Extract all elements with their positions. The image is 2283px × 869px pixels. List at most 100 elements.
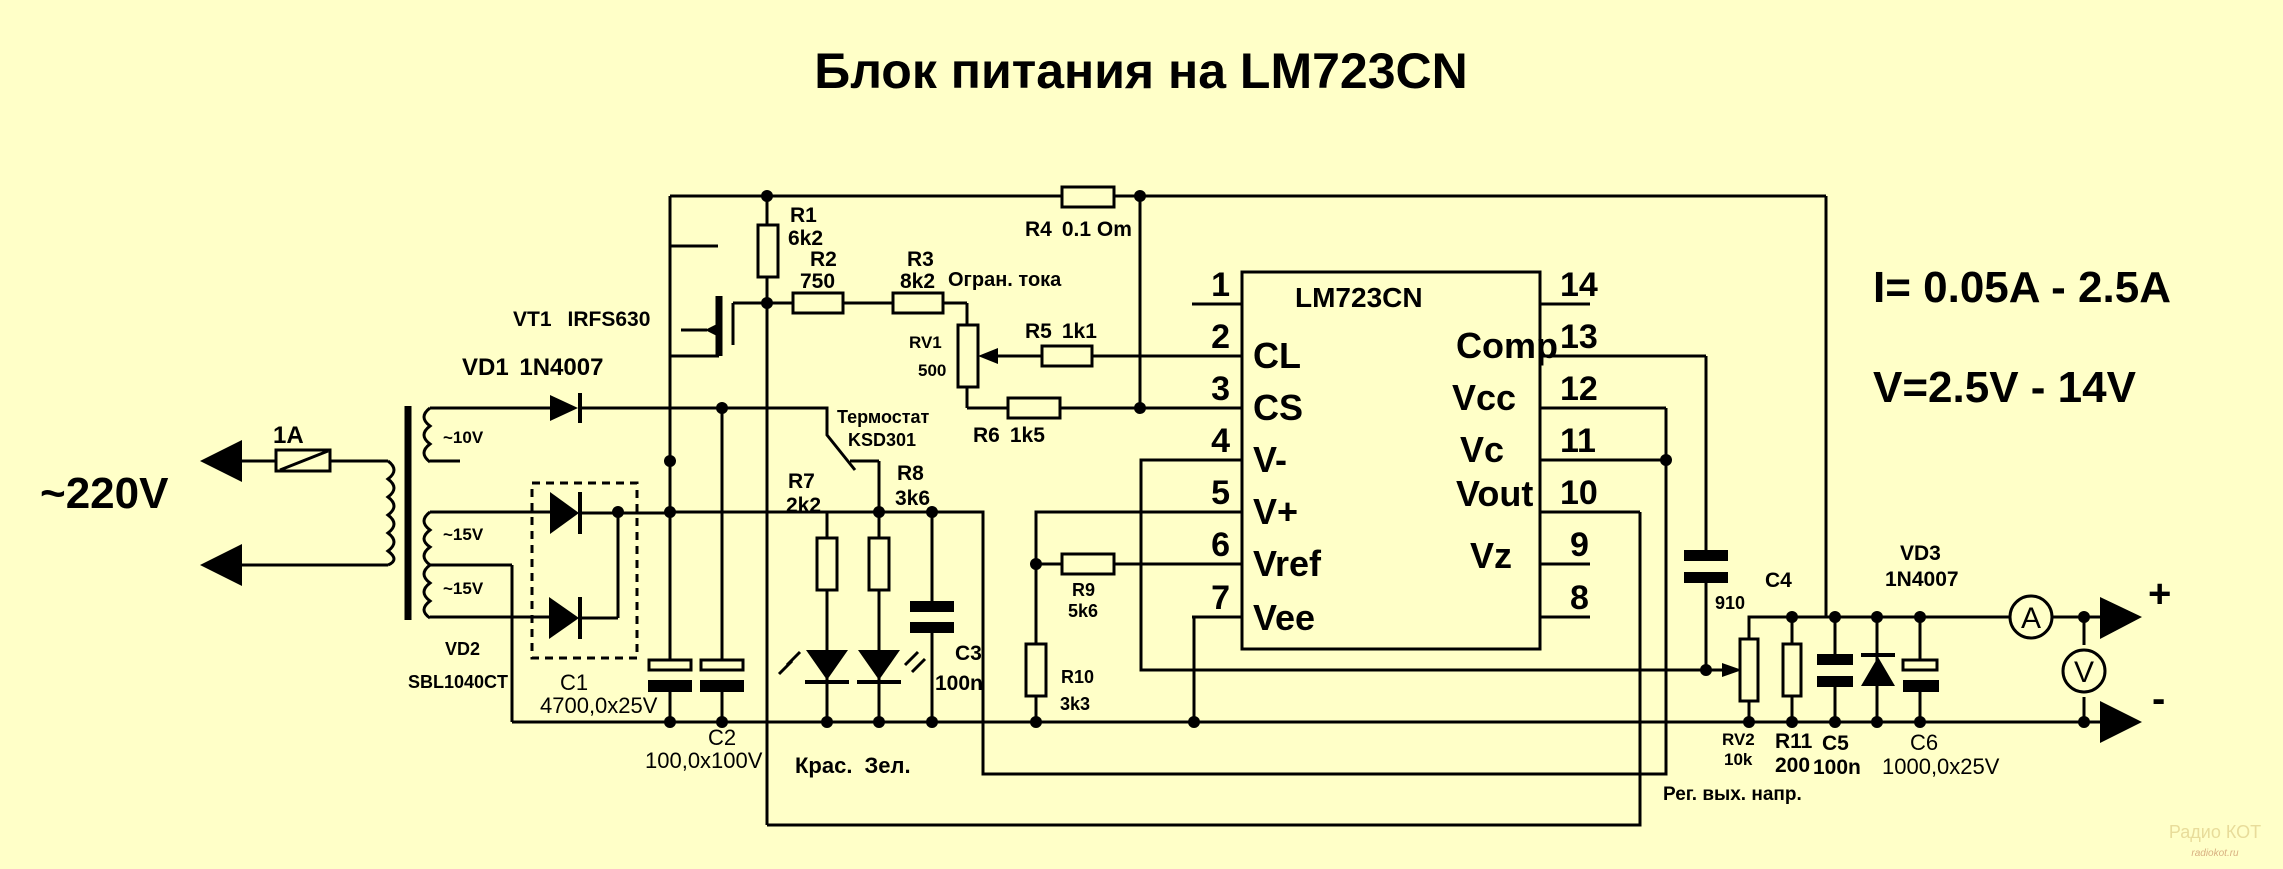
rv1-value: 500 (918, 361, 946, 380)
mains-input (200, 440, 396, 586)
resistor-r7 (815, 536, 839, 592)
input-terminal-bottom[interactable] (200, 544, 242, 586)
c2-ref: C2 (708, 725, 736, 750)
capacitor-c6 (1901, 658, 1939, 672)
pin-name-cs: CS (1253, 387, 1303, 428)
voltmeter (2061, 648, 2107, 694)
pin-name-vc: Vc (1460, 429, 1504, 470)
secondary-winding-15v (422, 510, 433, 620)
pin-name-vz: Vz (1470, 535, 1512, 576)
r3-value: 8k2 (900, 270, 935, 293)
mains-label: ~220V (40, 469, 169, 518)
led-red (806, 650, 848, 680)
capacitor-c3 (910, 601, 954, 612)
pin-name-vcc: Vcc (1452, 377, 1516, 418)
r8-value: 3k6 (895, 487, 930, 510)
r2-value: 750 (800, 270, 835, 293)
r2-ref: R2 (810, 248, 837, 271)
r9-ref: R9 (1072, 580, 1095, 600)
r11-ref: R11 (1775, 730, 1813, 753)
ic-name: LM723CN (1295, 282, 1423, 313)
diode-vd1 (550, 395, 578, 421)
pin-name-vout: Vout (1456, 473, 1533, 514)
watermark-site: radiokot.ru (2191, 848, 2239, 859)
output-adjust-label: Рег. вых. напр. (1663, 784, 1802, 805)
spec-current: I= 0.05A - 2.5A (1873, 263, 2171, 312)
fuse-label: 1A (273, 422, 304, 449)
diode-vd3 (1861, 657, 1895, 686)
capacitor-c1 (647, 658, 693, 672)
vd2-value: SBL1040CT (408, 672, 508, 692)
c6-value: 1000,0x25V (1882, 754, 2000, 779)
resistor-r9 (1060, 552, 1116, 576)
r10-value: 3k3 (1060, 694, 1090, 714)
led-color-labels: Крас.Зел. (795, 753, 911, 778)
r7-value: 2k2 (786, 494, 821, 517)
resistor-r10 (1024, 642, 1048, 698)
spec-voltage: V=2.5V - 14V (1873, 363, 2137, 412)
pin-9: 9 (1570, 526, 1589, 564)
pin-name-vminus: V- (1253, 439, 1287, 480)
resistor-r8 (867, 536, 891, 592)
c3-ref: C3 (955, 642, 982, 665)
r7-ref: R7 (788, 470, 815, 493)
pin-1: 1 (1211, 266, 1230, 304)
pin-2: 2 (1211, 318, 1230, 356)
pin-5: 5 (1211, 474, 1230, 512)
rv2-value: 10k (1724, 750, 1753, 769)
resistor-r2 (791, 291, 845, 315)
pin-3: 3 (1211, 370, 1230, 408)
r1-value: 6k2 (788, 227, 823, 250)
resistor-r4 (1060, 185, 1116, 209)
ic-left-pins (1150, 302, 1242, 619)
potentiometer-rv2[interactable] (1738, 637, 1760, 703)
pin-6: 6 (1211, 526, 1230, 564)
c1-ref: C1 (560, 670, 588, 695)
r3-ref: R3 (907, 248, 934, 271)
watermark-logo: Радио КОТ (2169, 822, 2261, 842)
output-terminal-plus[interactable] (2100, 597, 2142, 639)
output-terminal-minus[interactable] (2100, 701, 2142, 743)
rv2-ref: RV2 (1722, 730, 1755, 749)
winding-15v-label-1: ~15V (443, 525, 484, 544)
resistor-r3 (891, 291, 945, 315)
resistor-r6 (1006, 396, 1062, 420)
capacitor-c2 (699, 658, 745, 672)
c5-ref: C5 (1822, 732, 1849, 755)
pin-13: 13 (1560, 318, 1598, 356)
vd3-ref: VD3 (1900, 542, 1941, 565)
current-limit-label: Огран. тока (948, 269, 1062, 291)
thermostat-model: KSD301 (848, 430, 916, 450)
potentiometer-rv1[interactable] (956, 323, 980, 389)
c1-value: 4700,0x25V (540, 693, 658, 718)
ic-right-pins (1540, 302, 1706, 619)
c5-value: 100n (1813, 756, 1861, 779)
r10-ref: R10 (1061, 667, 1094, 687)
pin-7: 7 (1211, 579, 1230, 617)
resistor-r1 (756, 223, 780, 279)
led-green (858, 650, 900, 680)
input-terminal-top[interactable] (200, 440, 242, 482)
pin-4: 4 (1211, 422, 1230, 460)
pin-11: 11 (1560, 422, 1596, 460)
r9-value: 5k6 (1068, 601, 1098, 621)
resistor-r5 (1040, 344, 1094, 368)
vd2-ref: VD2 (445, 639, 480, 659)
pin-name-vref: Vref (1253, 543, 1322, 584)
pin-12: 12 (1560, 370, 1598, 408)
ammeter-label: A (2021, 602, 2041, 635)
plus-label: + (2148, 572, 2171, 616)
pin-10: 10 (1560, 474, 1598, 512)
winding-15v-label-2: ~15V (443, 579, 484, 598)
diode-vd2-b (549, 597, 579, 639)
pin-name-cl: CL (1253, 335, 1301, 376)
c3-value: 100n (935, 672, 983, 695)
pin-name-comp: Comp (1456, 325, 1558, 366)
r8-ref: R8 (897, 462, 924, 485)
pin-name-vee: Vee (1253, 597, 1315, 638)
